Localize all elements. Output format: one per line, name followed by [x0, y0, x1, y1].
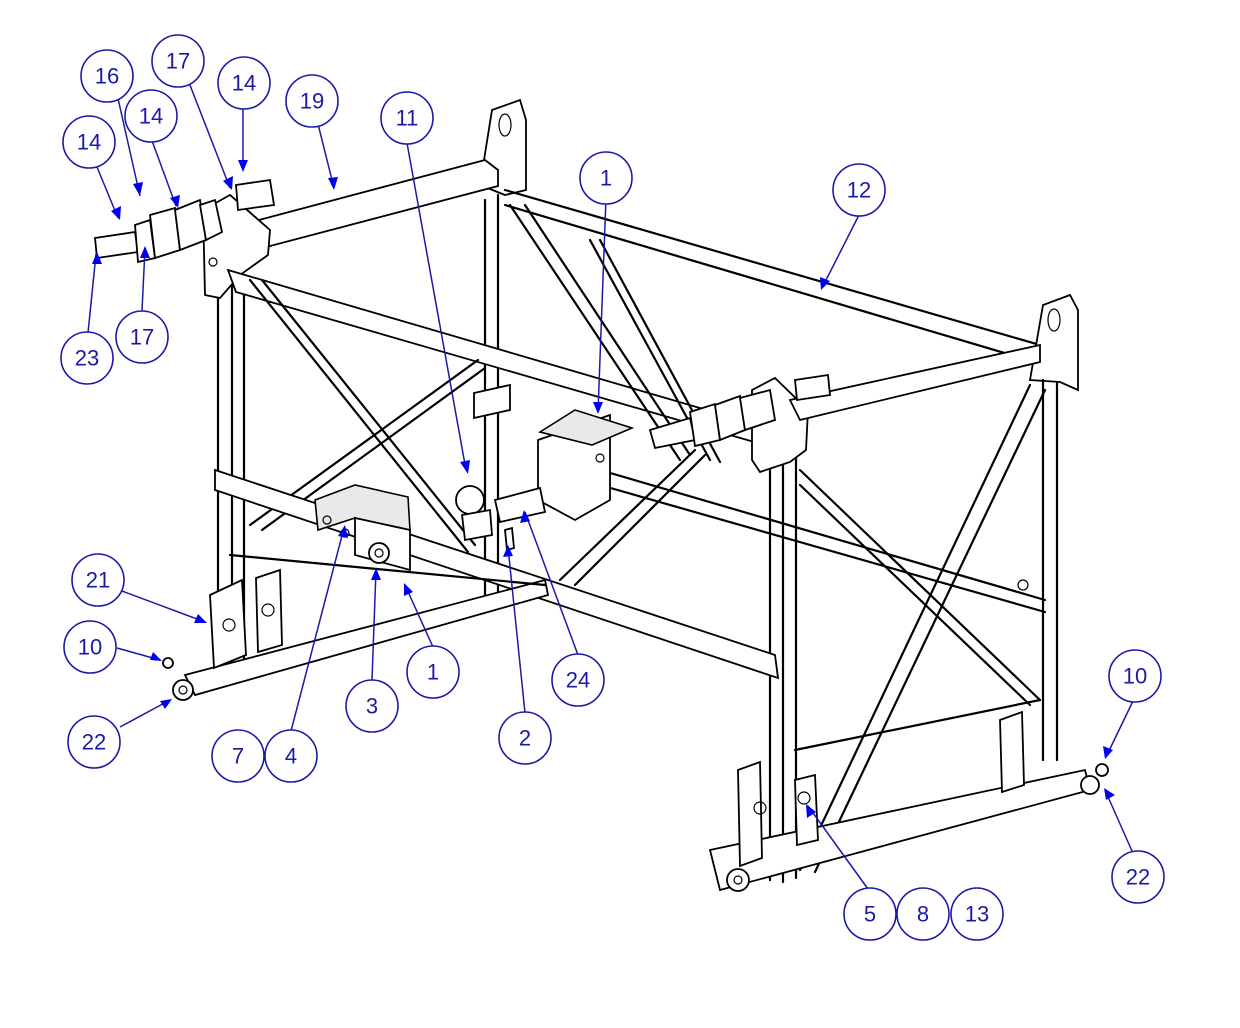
balloon-label: 24	[566, 668, 590, 693]
balloon-19: 19	[285, 74, 339, 128]
balloon-label: 10	[78, 635, 102, 660]
balloon-label: 22	[1126, 865, 1150, 890]
balloon-label: 10	[1123, 664, 1147, 689]
leader-arrowheads	[92, 160, 1115, 818]
balloon-16: 16	[80, 49, 134, 103]
balloon-24: 24	[551, 653, 605, 707]
balloon-3: 3	[345, 679, 399, 733]
balloon-22: 22	[1111, 850, 1165, 904]
balloon-label: 21	[86, 568, 110, 593]
balloon-1: 1	[406, 645, 460, 699]
balloon-label: 23	[75, 346, 99, 371]
balloon-14: 14	[217, 56, 271, 110]
balloon-label: 5	[864, 902, 876, 927]
balloon-14: 14	[124, 89, 178, 143]
balloon-label: 14	[77, 130, 101, 155]
balloon-1: 1	[579, 151, 633, 205]
balloon-label: 11	[396, 106, 419, 131]
leader-lines	[87, 79, 1134, 890]
balloon-label: 14	[139, 104, 163, 129]
balloon-label: 17	[130, 325, 154, 350]
balloon-4: 4	[264, 729, 318, 783]
balloon-10: 10	[1108, 649, 1162, 703]
balloon-label: 1	[427, 660, 439, 685]
balloon-label: 13	[965, 902, 989, 927]
balloon-17: 17	[115, 310, 169, 364]
balloon-11: 11	[380, 91, 434, 145]
balloon-label: 2	[519, 726, 531, 751]
balloon-label: 16	[95, 64, 119, 89]
balloon-5: 5	[843, 887, 897, 941]
balloon-21: 21	[71, 553, 125, 607]
balloon-17: 17	[151, 34, 205, 88]
balloon-10: 10	[63, 620, 117, 674]
balloon-label: 14	[232, 71, 256, 96]
balloon-label: 3	[366, 694, 378, 719]
balloon-label: 7	[232, 744, 244, 769]
balloon-22: 22	[67, 715, 121, 769]
balloon-23: 23	[60, 331, 114, 385]
balloon-label: 8	[917, 902, 929, 927]
balloon-2: 2	[498, 711, 552, 765]
balloon-8: 8	[896, 887, 950, 941]
balloon-7: 7	[211, 729, 265, 783]
balloon-13: 13	[950, 887, 1004, 941]
balloon-label: 19	[300, 89, 324, 114]
frame-structure	[94, 98, 1109, 892]
balloon-14: 14	[62, 115, 116, 169]
balloon-label: 12	[847, 178, 871, 203]
balloon-label: 22	[82, 730, 106, 755]
balloon-label: 1	[600, 166, 612, 191]
balloon-label: 17	[166, 49, 190, 74]
balloon-12: 12	[832, 163, 886, 217]
balloon-label: 4	[285, 744, 297, 769]
